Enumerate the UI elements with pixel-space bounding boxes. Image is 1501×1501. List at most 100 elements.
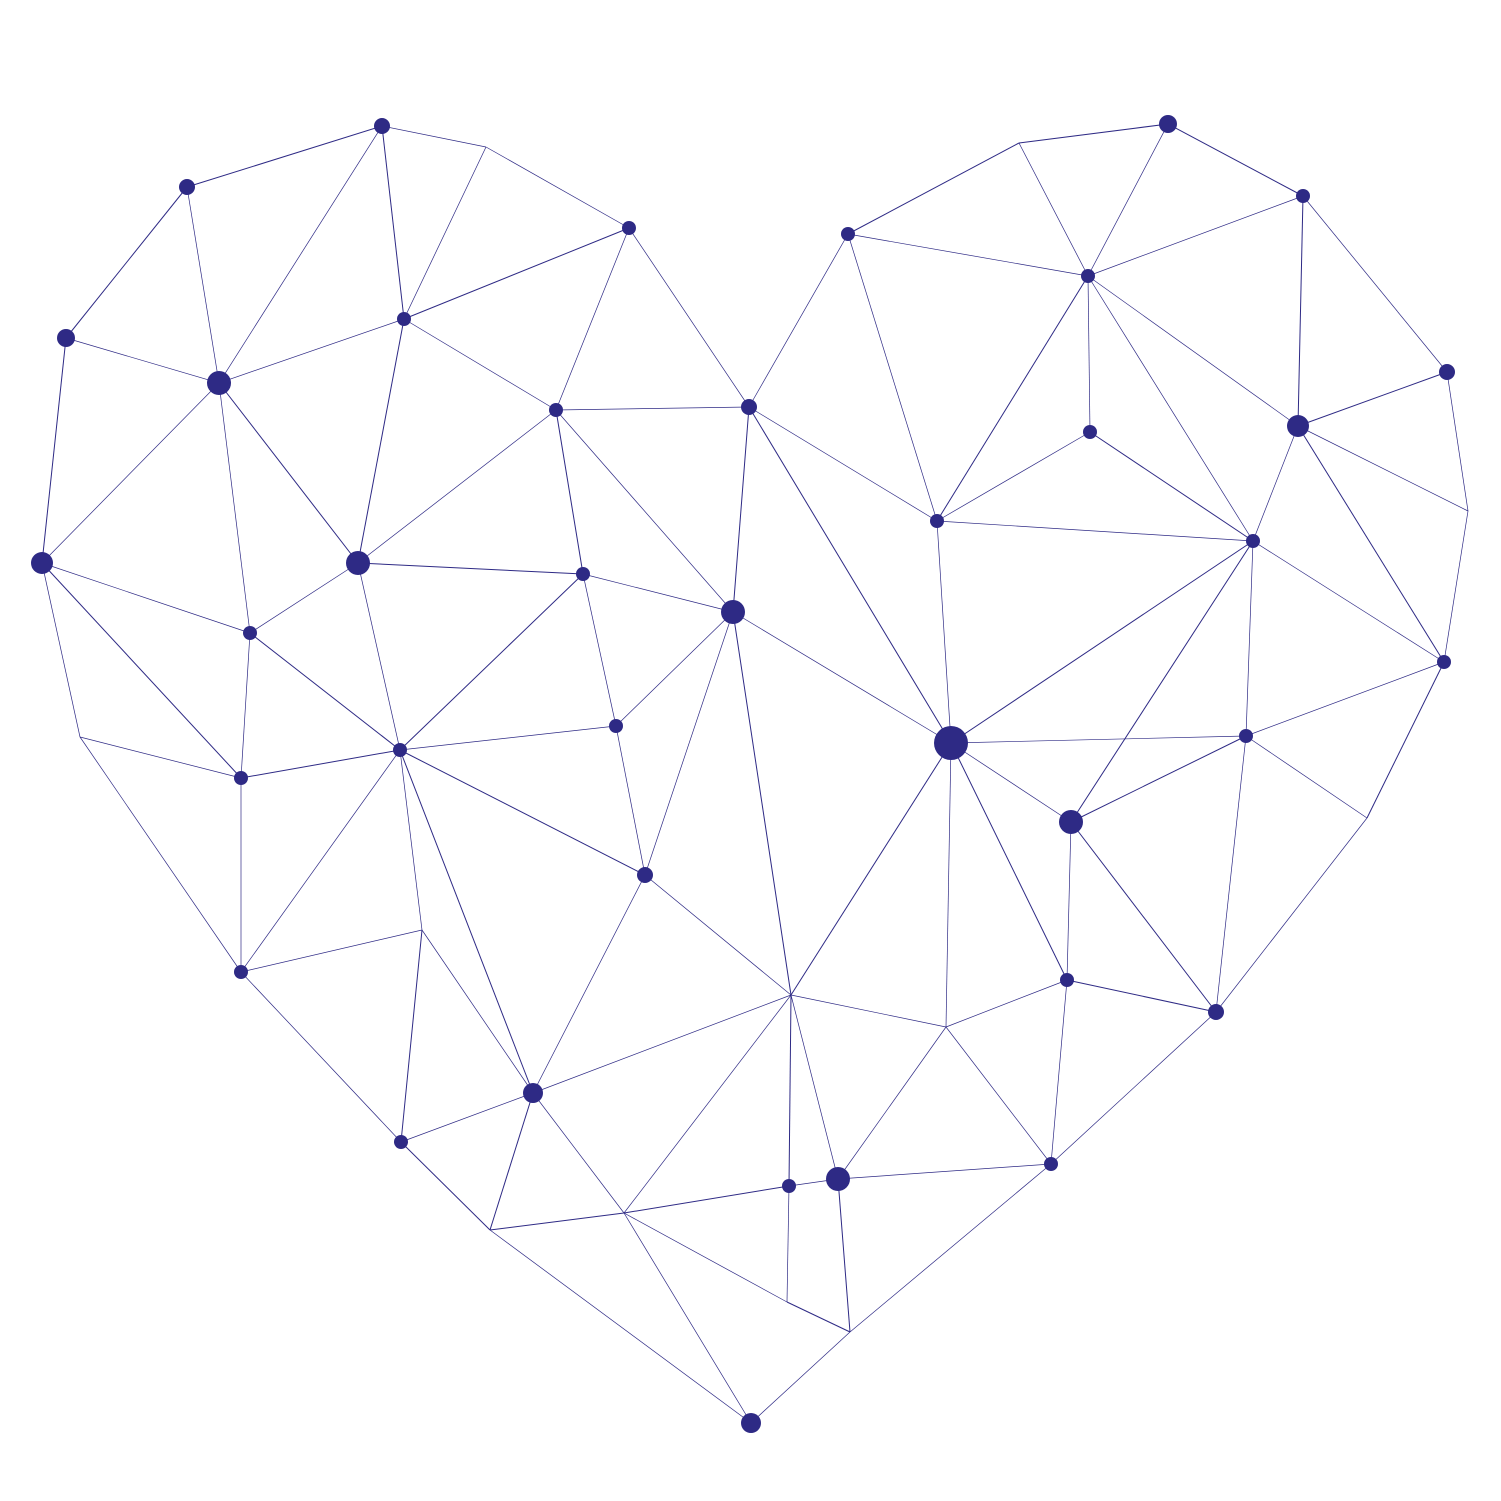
network-node: [31, 552, 53, 574]
network-node: [741, 399, 757, 415]
network-node: [930, 514, 944, 528]
network-edge: [837, 1026, 947, 1180]
network-edge: [532, 1092, 625, 1214]
network-edge: [1167, 123, 1304, 197]
network-edge: [489, 1212, 625, 1231]
network-node: [393, 743, 407, 757]
network-node: [1287, 415, 1309, 437]
network-node: [549, 403, 563, 417]
network-edge: [400, 1141, 491, 1231]
network-edge: [1297, 371, 1448, 427]
network-edge: [732, 611, 952, 744]
network-edge: [623, 994, 792, 1214]
network-node: [1437, 655, 1451, 669]
network-edge: [750, 1331, 851, 1424]
network-edge: [950, 742, 1068, 981]
network-edge: [399, 749, 534, 1094]
network-edge: [555, 409, 734, 613]
network-edge: [403, 146, 487, 320]
network-edge: [790, 742, 952, 996]
network-edge: [357, 318, 405, 564]
network-edge: [936, 275, 1089, 522]
network-node: [1296, 189, 1310, 203]
network-edge: [41, 562, 242, 779]
network-node: [1083, 425, 1097, 439]
network-node: [374, 118, 390, 134]
network-edge: [186, 125, 383, 188]
network-edge: [1018, 123, 1169, 144]
network-edge: [400, 929, 423, 1143]
network-edge: [1446, 371, 1469, 512]
network-edge: [65, 186, 188, 339]
network-edge: [186, 186, 220, 384]
network-edge: [1215, 735, 1247, 1013]
network-edge: [615, 611, 734, 727]
network-edge: [950, 540, 1254, 744]
network-node: [179, 179, 195, 195]
network-edge: [1245, 735, 1368, 819]
network-edge: [400, 1092, 534, 1143]
network-node: [782, 1179, 796, 1193]
network-edge: [240, 632, 251, 779]
network-edge: [849, 1163, 1052, 1333]
network-edge: [555, 409, 584, 575]
network-node: [1239, 729, 1253, 743]
network-edge: [790, 994, 839, 1180]
network-edge: [945, 742, 952, 1028]
network-edge: [249, 632, 401, 751]
network-edge: [615, 725, 646, 876]
network-edge: [249, 562, 359, 634]
network-edge: [936, 431, 1091, 522]
network-edge: [218, 382, 359, 564]
network-edge: [381, 125, 405, 320]
network-edge: [240, 929, 423, 973]
network-edge: [748, 406, 938, 522]
network-edge: [950, 742, 1072, 823]
network-edge: [644, 611, 734, 876]
network-node: [741, 1413, 761, 1433]
network-edge: [485, 146, 630, 229]
network-edge: [582, 573, 734, 613]
network-node: [934, 726, 968, 760]
network-edge: [357, 562, 584, 575]
network-node: [576, 567, 590, 581]
network-node: [234, 771, 248, 785]
network-edge: [847, 233, 938, 522]
network-edge: [623, 1212, 752, 1424]
network-node: [523, 1083, 543, 1103]
network-edge: [240, 971, 402, 1143]
network-node: [1439, 364, 1455, 380]
network-edge: [1018, 142, 1089, 277]
network-node: [234, 965, 248, 979]
network-edge: [555, 227, 630, 411]
network-edge: [1087, 275, 1299, 427]
network-edge: [1297, 195, 1304, 427]
network-edge: [399, 725, 617, 751]
network-edge: [1087, 275, 1091, 433]
network-edge: [1245, 540, 1254, 737]
network-edge: [1050, 979, 1068, 1165]
network-node: [826, 1167, 850, 1191]
network-edge: [1087, 195, 1304, 277]
network-edge: [847, 233, 1089, 277]
network-edge: [950, 735, 1247, 744]
network-edge: [1070, 735, 1247, 823]
network-edge: [555, 406, 750, 411]
network-edge: [1252, 540, 1445, 663]
network-edge: [732, 406, 750, 613]
network-edge: [1297, 425, 1445, 663]
network-edge: [945, 979, 1068, 1028]
network-edge: [1443, 510, 1469, 663]
network-edge: [786, 1185, 790, 1303]
network-edge: [623, 1212, 788, 1303]
network-edge: [79, 736, 242, 779]
network-edge: [240, 749, 401, 779]
network-edge: [403, 318, 557, 411]
network-edge: [837, 1178, 851, 1333]
network-edge: [1050, 1011, 1217, 1165]
network-edge: [399, 749, 646, 876]
network-edge: [41, 337, 67, 564]
network-edge: [1089, 431, 1254, 542]
network-edge: [1245, 661, 1445, 737]
network-edge: [65, 337, 220, 384]
